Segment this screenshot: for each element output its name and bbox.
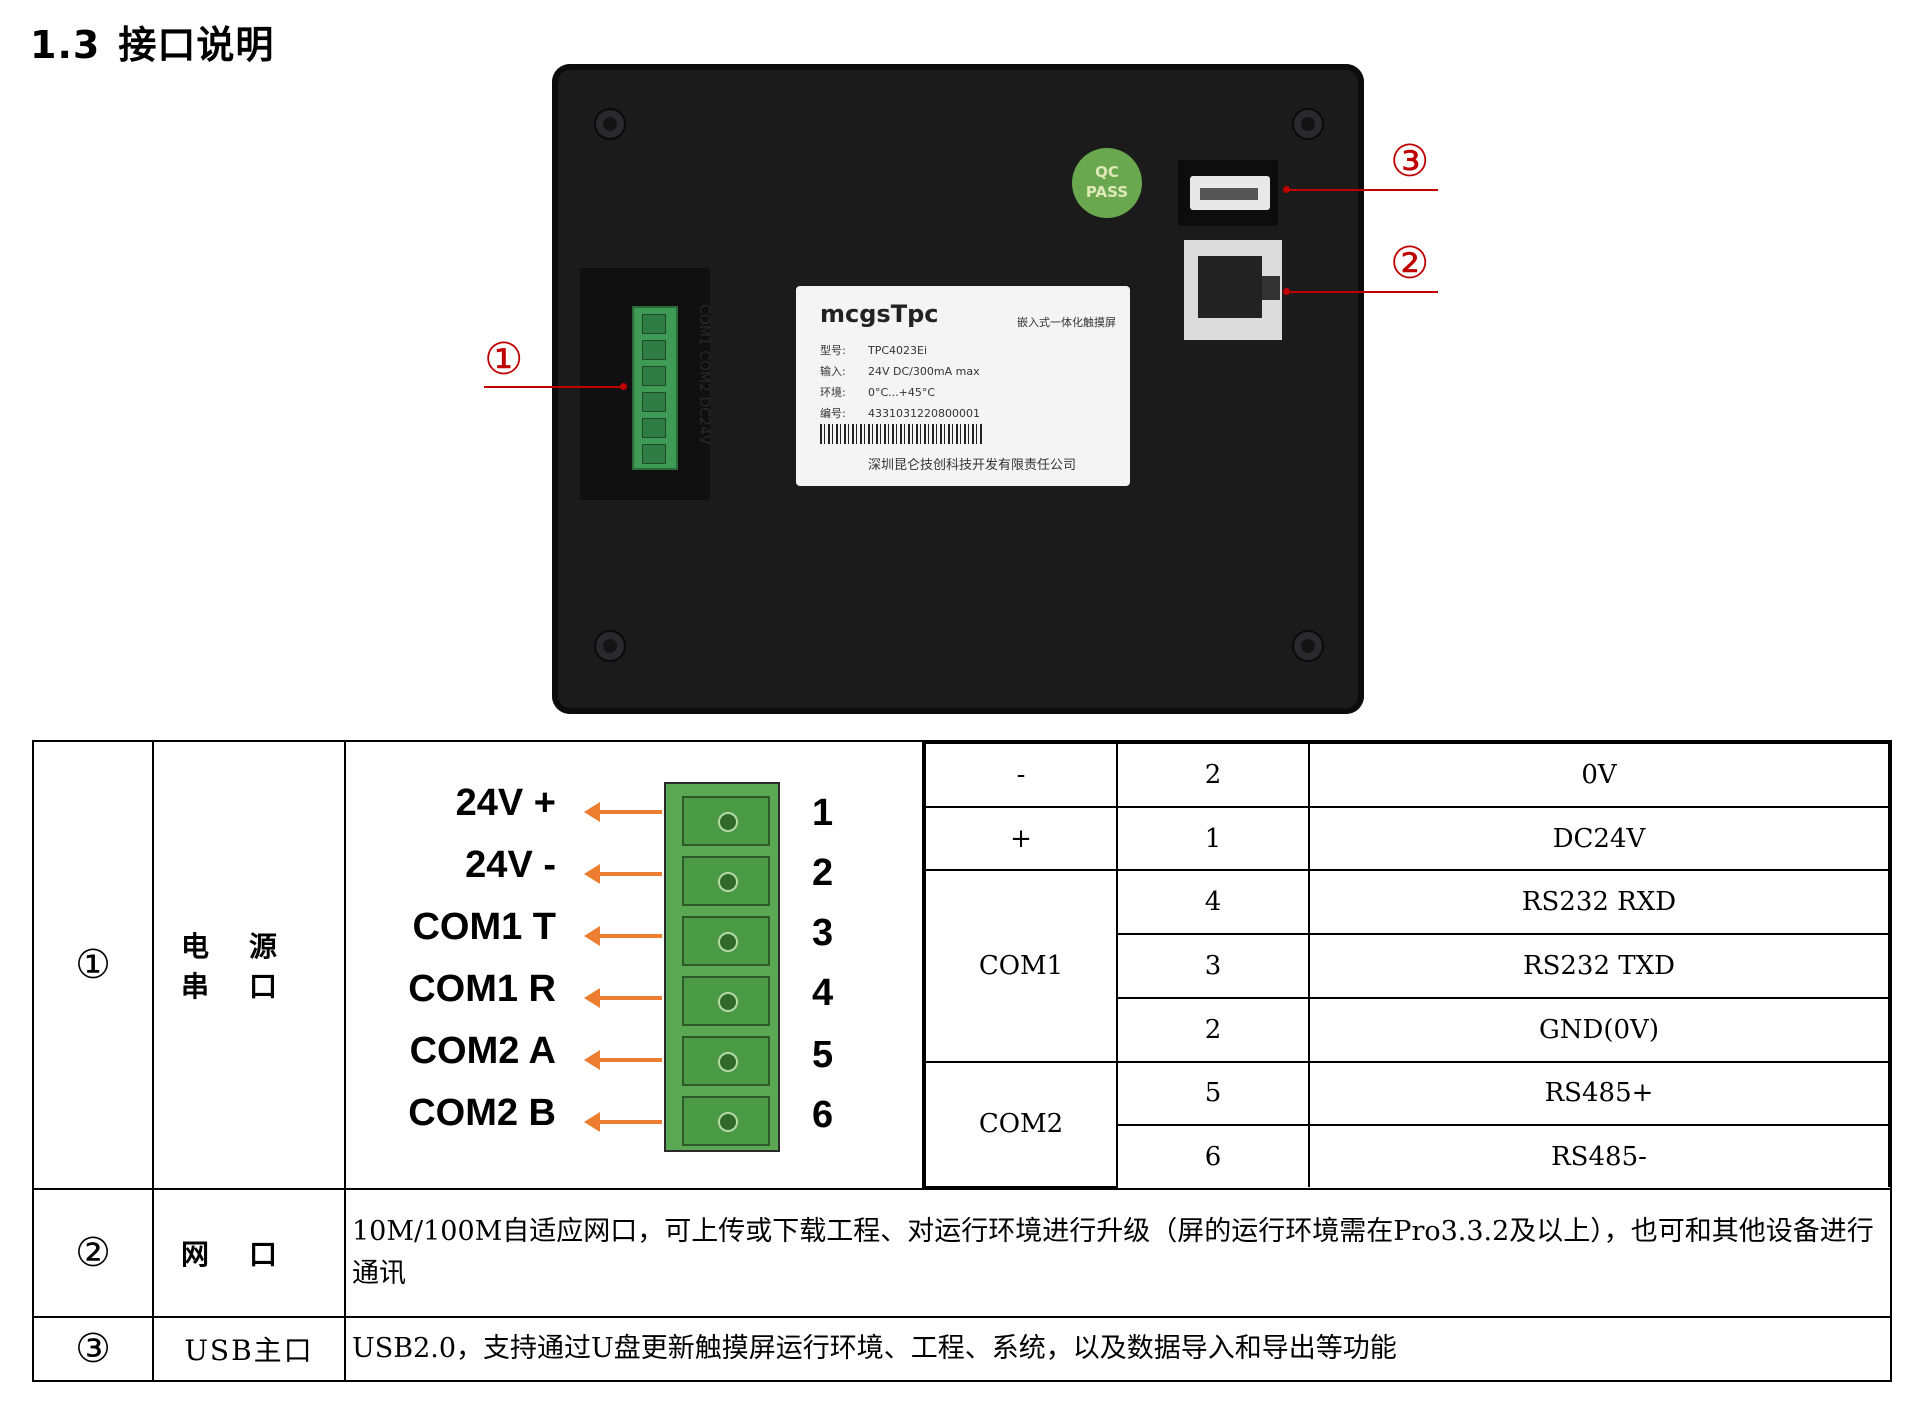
callout-line xyxy=(1286,189,1438,191)
group-name: COM2 xyxy=(924,1060,1118,1189)
barcode-icon xyxy=(820,424,984,444)
signal-cell: GND(0V) xyxy=(1308,996,1890,1063)
row-mark: ③ xyxy=(32,1316,154,1382)
port-side-text: COM1 COM2 DC24V xyxy=(696,304,712,445)
product-label: mcgsTpc 嵌入式一体化触摸屏 型号:TPC4023Ei 输入:24V DC… xyxy=(796,286,1130,486)
screw-icon xyxy=(594,630,626,662)
pin-table-cell: - 2 0V + 1 DC24V COM1 4 RS232 RXD 3 RS23… xyxy=(922,740,1892,1190)
table-row: COM1 4 RS232 RXD xyxy=(924,869,1890,1063)
manufacturer: 深圳昆仑技创科技开发有限责任公司 xyxy=(868,458,1077,473)
usb-port-icon xyxy=(1178,160,1278,226)
pin-cell: 3 xyxy=(1116,933,1310,999)
label-row: 编号:4331031220800001 xyxy=(820,407,980,420)
arrow-left-icon xyxy=(584,1050,662,1070)
callout-dot xyxy=(620,383,627,390)
label-row: 型号:TPC4023Ei xyxy=(820,344,928,357)
signal-cell: 0V xyxy=(1308,742,1890,808)
signal-cell: RS232 TXD xyxy=(1308,933,1890,999)
pin-number: 2 xyxy=(812,852,834,894)
pin-cell: 5 xyxy=(1116,1060,1310,1127)
signal-cell: RS232 RXD xyxy=(1308,869,1890,936)
pin-label: COM2 B xyxy=(408,1092,556,1134)
table-row: ③ USB主口 USB2.0，支持通过U盘更新触摸屏运行环境、工程、系统，以及数… xyxy=(32,1316,1892,1382)
interface-description: USB2.0，支持通过U盘更新触摸屏运行环境、工程、系统，以及数据导入和导出等功… xyxy=(344,1316,1892,1382)
label-row: 输入:24V DC/300mA max xyxy=(820,365,980,378)
arrow-left-icon xyxy=(584,864,662,884)
callout-2: ② xyxy=(1390,238,1430,289)
label-row: 环境:0°C...+45°C xyxy=(820,386,936,399)
device-back-panel: COM1 COM2 DC24V mcgsTpc 嵌入式一体化触摸屏 型号:TPC… xyxy=(552,64,1364,714)
screw-icon xyxy=(594,108,626,140)
signal-cell: DC24V xyxy=(1308,805,1890,872)
pin-cell: 6 xyxy=(1116,1124,1310,1187)
pin-cell: 4 xyxy=(1116,869,1310,936)
callout-line xyxy=(484,386,624,388)
section-number: 1.3 xyxy=(30,23,101,67)
product-type: 嵌入式一体化触摸屏 xyxy=(1017,316,1116,329)
terminal-bay xyxy=(580,268,710,500)
pin-label: 24V + xyxy=(455,782,556,824)
arrow-left-icon xyxy=(584,988,662,1008)
callout-3: ③ xyxy=(1390,136,1430,187)
row-mark: ① xyxy=(32,740,154,1190)
terminal-block-icon xyxy=(664,782,780,1152)
pin-cell: 2 xyxy=(1116,996,1310,1063)
pin-number: 1 xyxy=(812,792,834,834)
arrow-left-icon xyxy=(584,926,662,946)
brand-logo: mcgsTpc xyxy=(820,300,939,328)
arrow-left-icon xyxy=(584,1112,662,1132)
table-row: - 2 0V xyxy=(924,742,1890,808)
section-title: 接口说明 xyxy=(118,23,275,67)
signal-cell: RS485- xyxy=(1308,1124,1890,1187)
pin-label: 24V - xyxy=(465,844,556,886)
pin-number: 5 xyxy=(812,1034,834,1076)
screw-icon xyxy=(1292,630,1324,662)
section-heading: 1.3 接口说明 xyxy=(30,14,274,69)
table-row: ② 网口 10M/100M自适应网口，可上传或下载工程、对运行环境进行升级（屏的… xyxy=(32,1188,1892,1318)
pin-table: - 2 0V + 1 DC24V COM1 4 RS232 RXD 3 RS23… xyxy=(924,742,1890,1189)
pin-label: COM1 R xyxy=(408,968,556,1010)
interface-name: USB主口 xyxy=(152,1316,346,1382)
group-name: + xyxy=(924,805,1118,872)
terminal-block-icon xyxy=(632,306,678,470)
pinout-diagram: 24V + 24V - COM1 T COM1 R COM2 A COM2 B … xyxy=(344,740,924,1190)
table-row: 3 RS232 TXD xyxy=(925,933,1890,999)
interface-name: 网口 xyxy=(152,1188,346,1318)
pin-cell: 2 xyxy=(1116,742,1310,808)
interface-description: 10M/100M自适应网口，可上传或下载工程、对运行环境进行升级（屏的运行环境需… xyxy=(344,1188,1892,1318)
screw-icon xyxy=(1292,108,1324,140)
table-row: ① 电源串口 24V + 24V - COM1 T COM1 R COM2 A … xyxy=(32,740,1892,1190)
group-name: COM1 xyxy=(924,869,1118,1063)
pin-number: 4 xyxy=(812,972,834,1014)
callout-dot xyxy=(1283,288,1290,295)
pin-label: COM1 T xyxy=(412,906,556,948)
row-mark: ② xyxy=(32,1188,154,1318)
group-name: - xyxy=(924,742,1118,808)
table-row: 6 RS485- xyxy=(925,1124,1890,1187)
pin-label: COM2 A xyxy=(409,1030,556,1072)
pin-number: 6 xyxy=(812,1094,834,1136)
interface-name: 电源串口 xyxy=(152,740,346,1190)
interface-table: ① 电源串口 24V + 24V - COM1 T COM1 R COM2 A … xyxy=(32,740,1892,1382)
table-row: + 1 DC24V xyxy=(924,805,1890,872)
callout-dot xyxy=(1283,186,1290,193)
pin-number: 3 xyxy=(812,912,834,954)
arrow-left-icon xyxy=(584,802,662,822)
ethernet-port-icon xyxy=(1184,240,1282,340)
table-row: 2 GND(0V) xyxy=(925,996,1890,1063)
pin-cell: 1 xyxy=(1116,805,1310,872)
callout-1: ① xyxy=(484,334,524,385)
table-row: COM2 5 RS485+ xyxy=(924,1060,1890,1189)
signal-cell: RS485+ xyxy=(1308,1060,1890,1127)
callout-line xyxy=(1286,291,1438,293)
